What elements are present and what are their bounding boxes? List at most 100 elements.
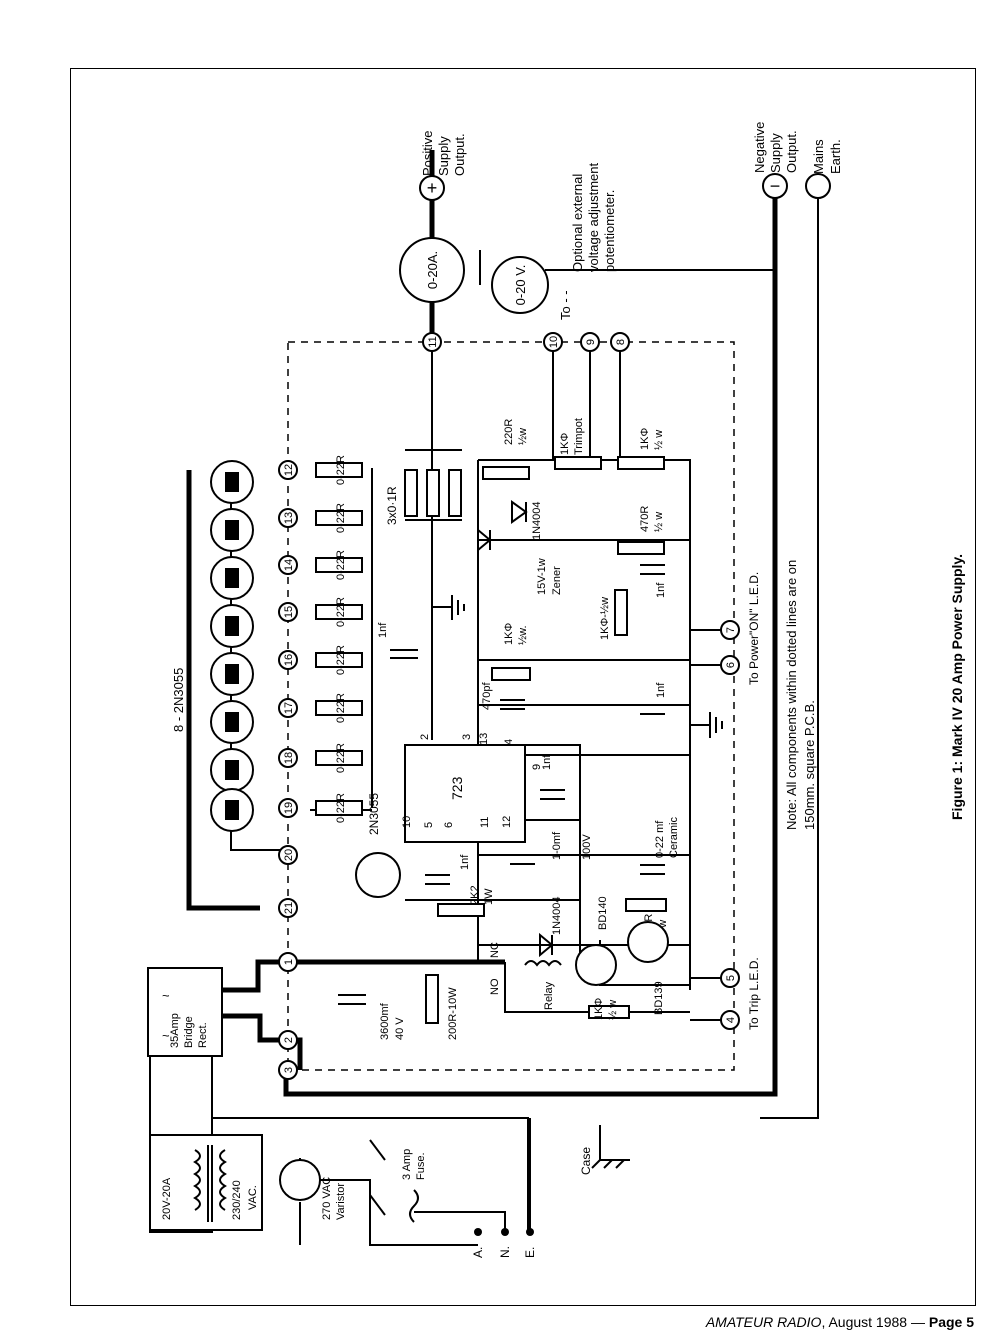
rectifier-label-2: Bridge	[183, 1016, 195, 1048]
relay-no-label: NO	[489, 978, 501, 995]
resistor-2k2	[437, 903, 485, 917]
plus-sign: +	[427, 178, 438, 198]
voltmeter-label: 0-20 V.	[513, 265, 528, 306]
figure-caption: Figure 1: Mark IV 20 Amp Power Supply.	[949, 554, 965, 820]
terminal-15	[278, 602, 298, 622]
mains-earth-label-2: Earth.	[828, 139, 843, 174]
negative-output-label-1: Negative	[752, 122, 767, 173]
mains-e-label: E.	[523, 1247, 537, 1258]
terminal-18	[278, 748, 298, 768]
negative-bus	[283, 196, 778, 1097]
fuse-label-1: 3 Amp	[401, 1149, 413, 1180]
meter-links	[479, 250, 775, 285]
output-labels: Positive Supply Output. Negative Supply …	[420, 122, 843, 320]
varistor-label-2: Varistor	[335, 1183, 347, 1220]
cap-1nf-c-label: 1nf	[541, 754, 553, 770]
bridge-rectifier	[147, 967, 223, 1057]
rectifier-negative-lead	[222, 1013, 303, 1070]
ic-pin-label: 9	[531, 764, 543, 770]
cap-022-label-2: Ceramic	[668, 817, 680, 858]
resistor-2k2-label-2: 1W	[483, 888, 495, 905]
bd139-label: BD139	[653, 981, 665, 1015]
cap-1nf-d	[640, 704, 665, 715]
emitter-resistor-label: 0-22R	[335, 550, 347, 580]
ic-pin-label: 3	[461, 734, 473, 740]
resistor-1k-a-label-2: ½w.	[517, 625, 529, 645]
resistor-1k-c-label-1: 1KΦ	[593, 998, 605, 1020]
resistor-1k-d	[617, 456, 665, 470]
terminal-label-6: 6	[725, 662, 737, 668]
rectifier-ac-1: ~	[162, 988, 170, 1003]
led-links	[690, 629, 730, 1021]
terminal-13	[278, 508, 298, 528]
pass-transistor-body	[225, 760, 239, 780]
terminal-8	[610, 332, 630, 352]
note-line-2: 150mm. square P.C.B.	[802, 700, 817, 830]
ic-pin-label: 13	[478, 733, 490, 745]
emitter-resistor-label: 0-22R	[335, 597, 347, 627]
cap-filter-label-2: 40 V	[394, 1017, 406, 1040]
pass-transistor-body	[225, 568, 239, 588]
regulator-ic-label: 723	[449, 776, 465, 800]
emitter-resistor	[315, 750, 363, 766]
positive-output-label-3: Output.	[452, 133, 467, 176]
optional-pot-label-2: voltage adjustment	[586, 162, 601, 272]
rectifier-label-3: Rect.	[197, 1022, 209, 1048]
optional-pot-label-3: potentiometer.	[602, 190, 617, 272]
diode-1n4004-b	[539, 932, 554, 958]
footer-publication: AMATEUR RADIO	[705, 1314, 822, 1330]
page-frame	[70, 68, 976, 1306]
terminal-2	[278, 1030, 298, 1050]
terminal-label-13: 13	[283, 512, 295, 524]
resistor-1k-a-label-1: 1KΦ	[503, 623, 515, 645]
page-footer: AMATEUR RADIO, August 1988 — Page 5	[706, 1314, 974, 1330]
diode-a-label: 1N4004	[531, 501, 543, 540]
rectifier-ac-2: ~	[162, 1028, 170, 1043]
resistor-1k-a	[491, 667, 531, 681]
terminal-12	[278, 460, 298, 480]
cap-022	[640, 864, 665, 875]
emitter-resistor	[315, 700, 363, 716]
cap-022-label-1: 0-22 mf	[654, 820, 666, 858]
pass-transistor-body	[225, 520, 239, 540]
diode-b-label: 1N4004	[551, 896, 563, 935]
driver-transistor	[355, 852, 401, 898]
resistor-1k-d-label-2: ½ w	[653, 430, 665, 450]
pass-transistor-array	[210, 460, 254, 832]
resistor-1k-b-label: 1KΦ-½w	[599, 597, 611, 640]
terminal-label-11: 11	[427, 336, 439, 347]
relay-label: Relay	[543, 981, 555, 1010]
terminal-label-12: 12	[283, 464, 295, 476]
cap-470pf	[500, 699, 525, 710]
resistor-470-a	[617, 541, 665, 555]
ic-pin-label: 2	[419, 734, 431, 740]
cap-1nf-d-label: 1nf	[655, 682, 667, 698]
resistor-1k-d-label-1: 1KΦ	[639, 428, 651, 450]
trimpot-label-2: Trimpot	[573, 418, 585, 455]
relay-nc-label: NC	[489, 942, 501, 958]
mains-e-terminal	[526, 1228, 534, 1236]
ammeter-label: 0-20A.	[425, 251, 440, 289]
terminal-label-17: 17	[283, 702, 295, 714]
cap-1mf-label-2: 100V	[581, 834, 593, 860]
cap-1mf	[510, 854, 535, 865]
terminal-label-4: 4	[725, 1017, 737, 1023]
resistor-470-b	[625, 898, 667, 912]
transformer-secondary-label: 20V-20A	[161, 1177, 173, 1220]
emitter-resistor-label: 0-22R	[335, 455, 347, 485]
rectifier-label-1: 35Amp	[169, 1013, 181, 1048]
terminal-19	[278, 798, 298, 818]
trimpot-label-1: 1KΦ	[559, 433, 571, 455]
to-label: To - -	[558, 290, 573, 320]
diode-1n4004-a	[511, 500, 528, 524]
emitter-resistor	[315, 462, 363, 478]
bd140-transistor	[575, 944, 617, 986]
terminal-label-14: 14	[283, 559, 295, 571]
capacitors	[338, 564, 665, 1005]
terminal-label-19: 19	[283, 802, 295, 814]
emitter-resistor	[315, 604, 363, 620]
cap-1nf-e-label: 1nf	[655, 582, 667, 598]
